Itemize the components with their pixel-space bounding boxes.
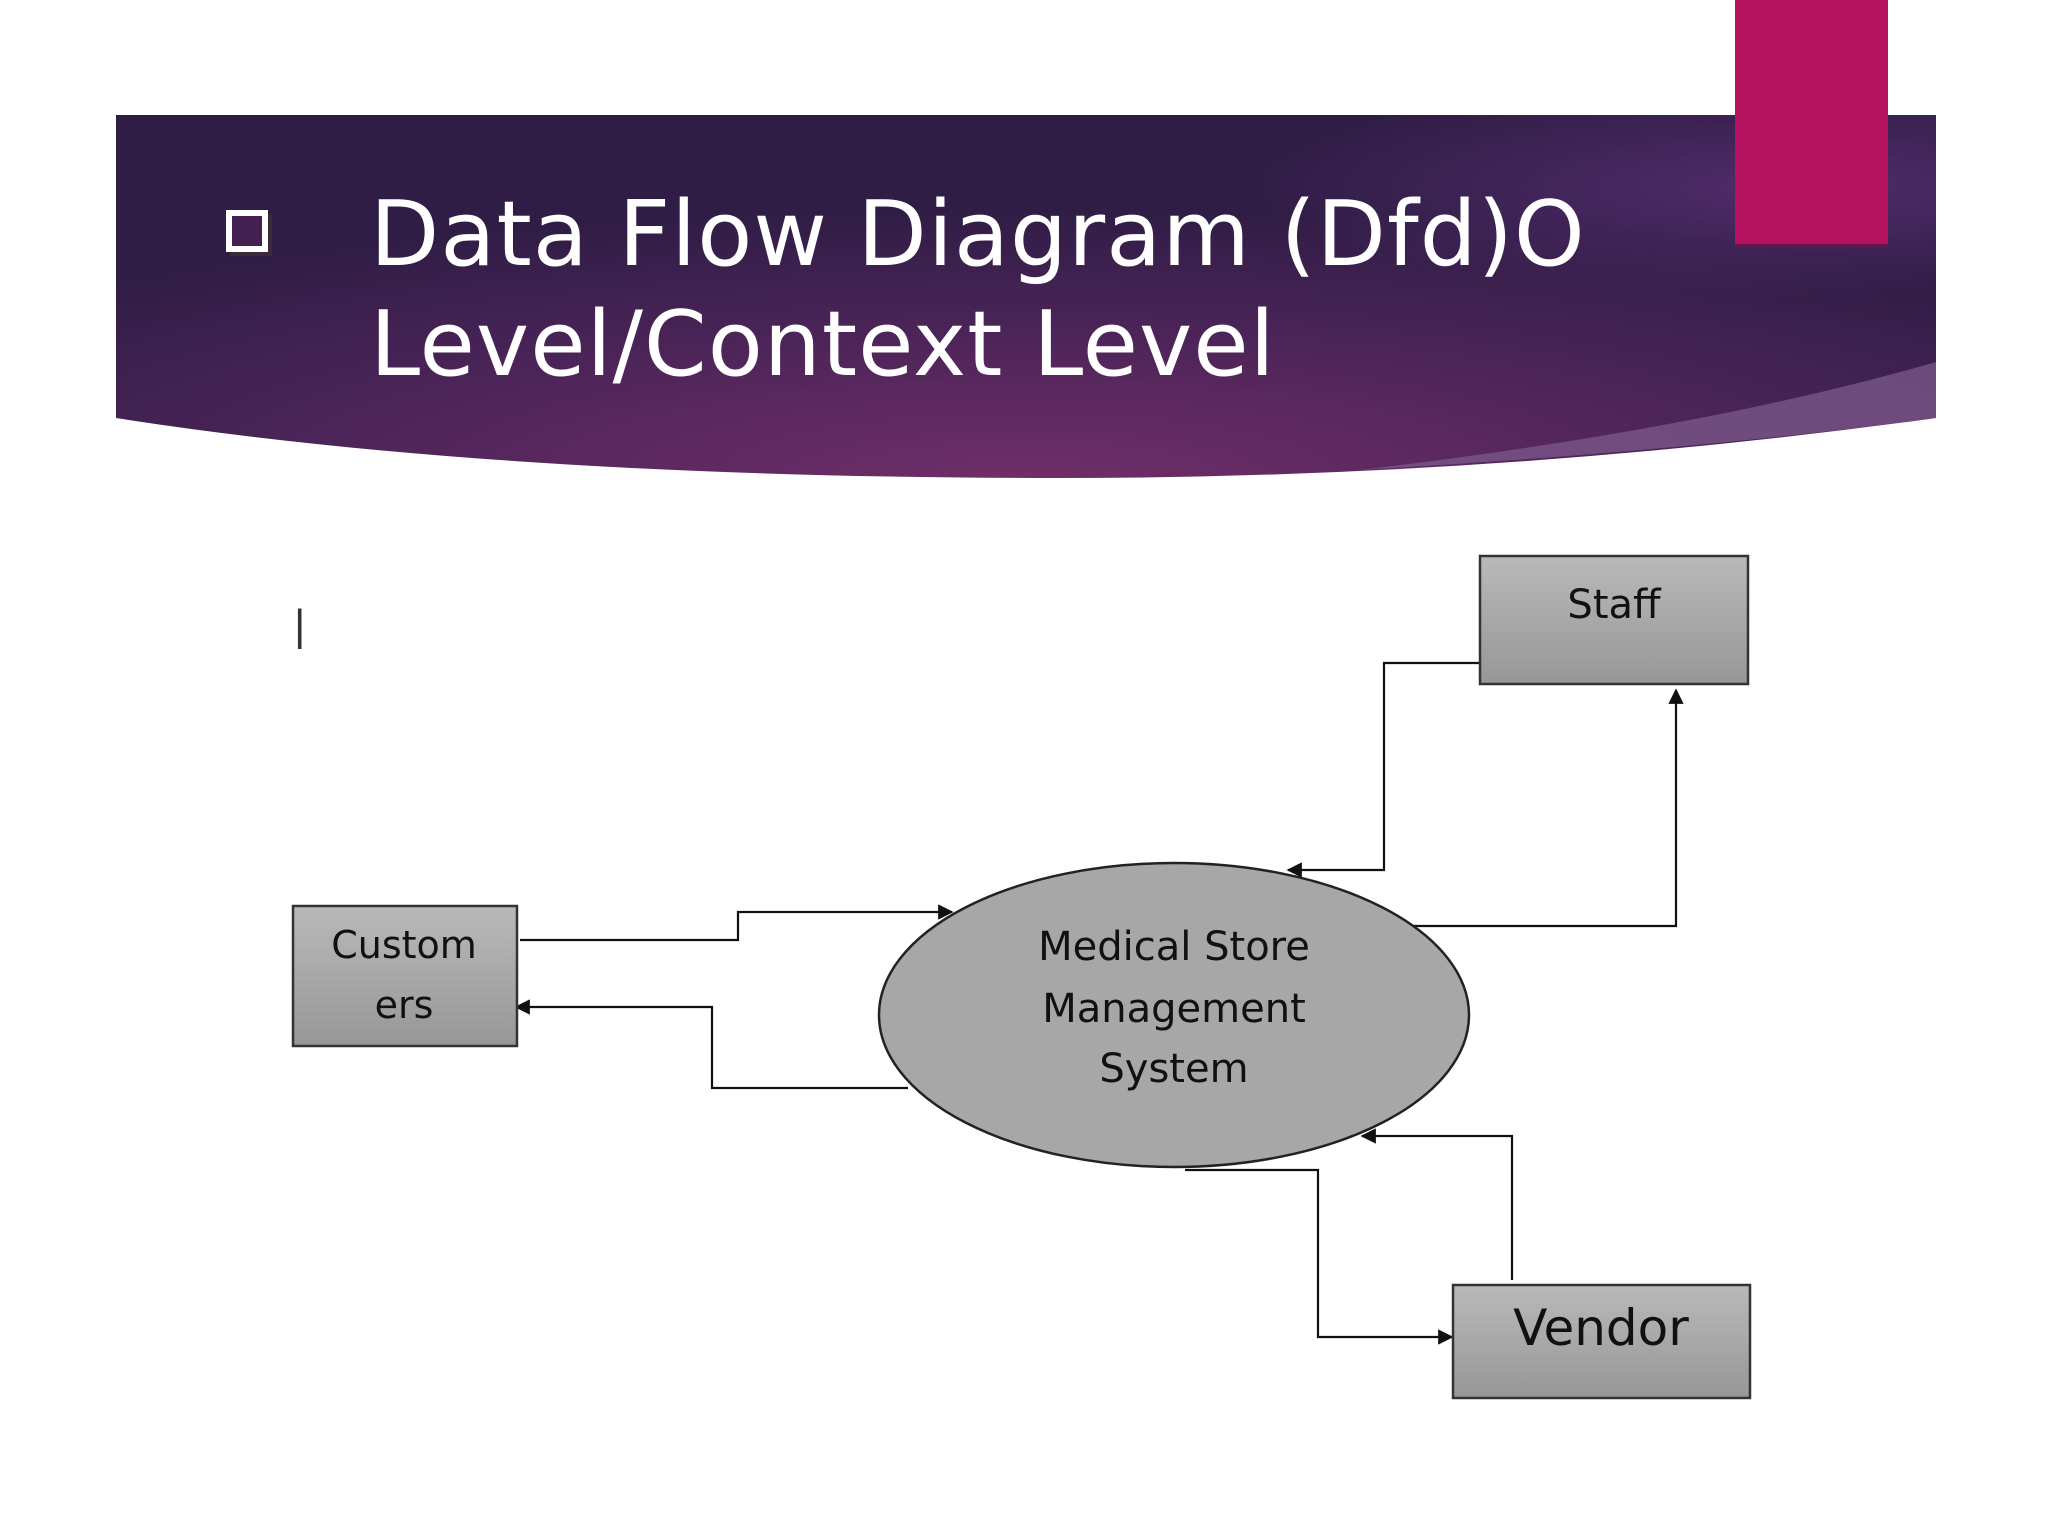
process-label-line-3: System: [1099, 1046, 1248, 1092]
entity-staff: Staff: [1478, 554, 1750, 686]
flow-staff-to-process: [1286, 661, 1480, 878]
customers-label-line-1: Custom: [331, 923, 477, 967]
slide-title-line-1: Data Flow Diagram (Dfd)O: [370, 182, 1586, 287]
entity-vendor: Vendor: [1451, 1283, 1752, 1400]
entity-customers: Custom ers: [291, 904, 519, 1048]
process-label-line-1: Medical Store: [1038, 924, 1310, 970]
process-label-line-2: Management: [1042, 986, 1306, 1032]
accent-tab: [1735, 0, 1888, 244]
staff-label: Staff: [1567, 582, 1662, 628]
checkbox-bullet-icon: [226, 210, 272, 256]
stray-mark: |: [294, 601, 305, 650]
slide-title-line-2: Level/Context Level: [370, 292, 1276, 397]
flow-process-to-vendor: [1185, 1168, 1454, 1345]
flow-process-to-staff: [1410, 688, 1684, 928]
banner-glow: [116, 115, 1936, 478]
customers-label-line-2: ers: [375, 983, 434, 1027]
vendor-label: Vendor: [1513, 1299, 1689, 1357]
flow-customers-to-process: [520, 904, 954, 942]
process-medical-store: Medical Store Management System: [877, 861, 1471, 1169]
accent-tab-shadow: [1735, 244, 1888, 248]
flow-process-to-customers: [514, 999, 908, 1090]
flow-vendor-to-process: [1360, 1128, 1514, 1280]
banner-swoosh: [1360, 362, 1936, 470]
